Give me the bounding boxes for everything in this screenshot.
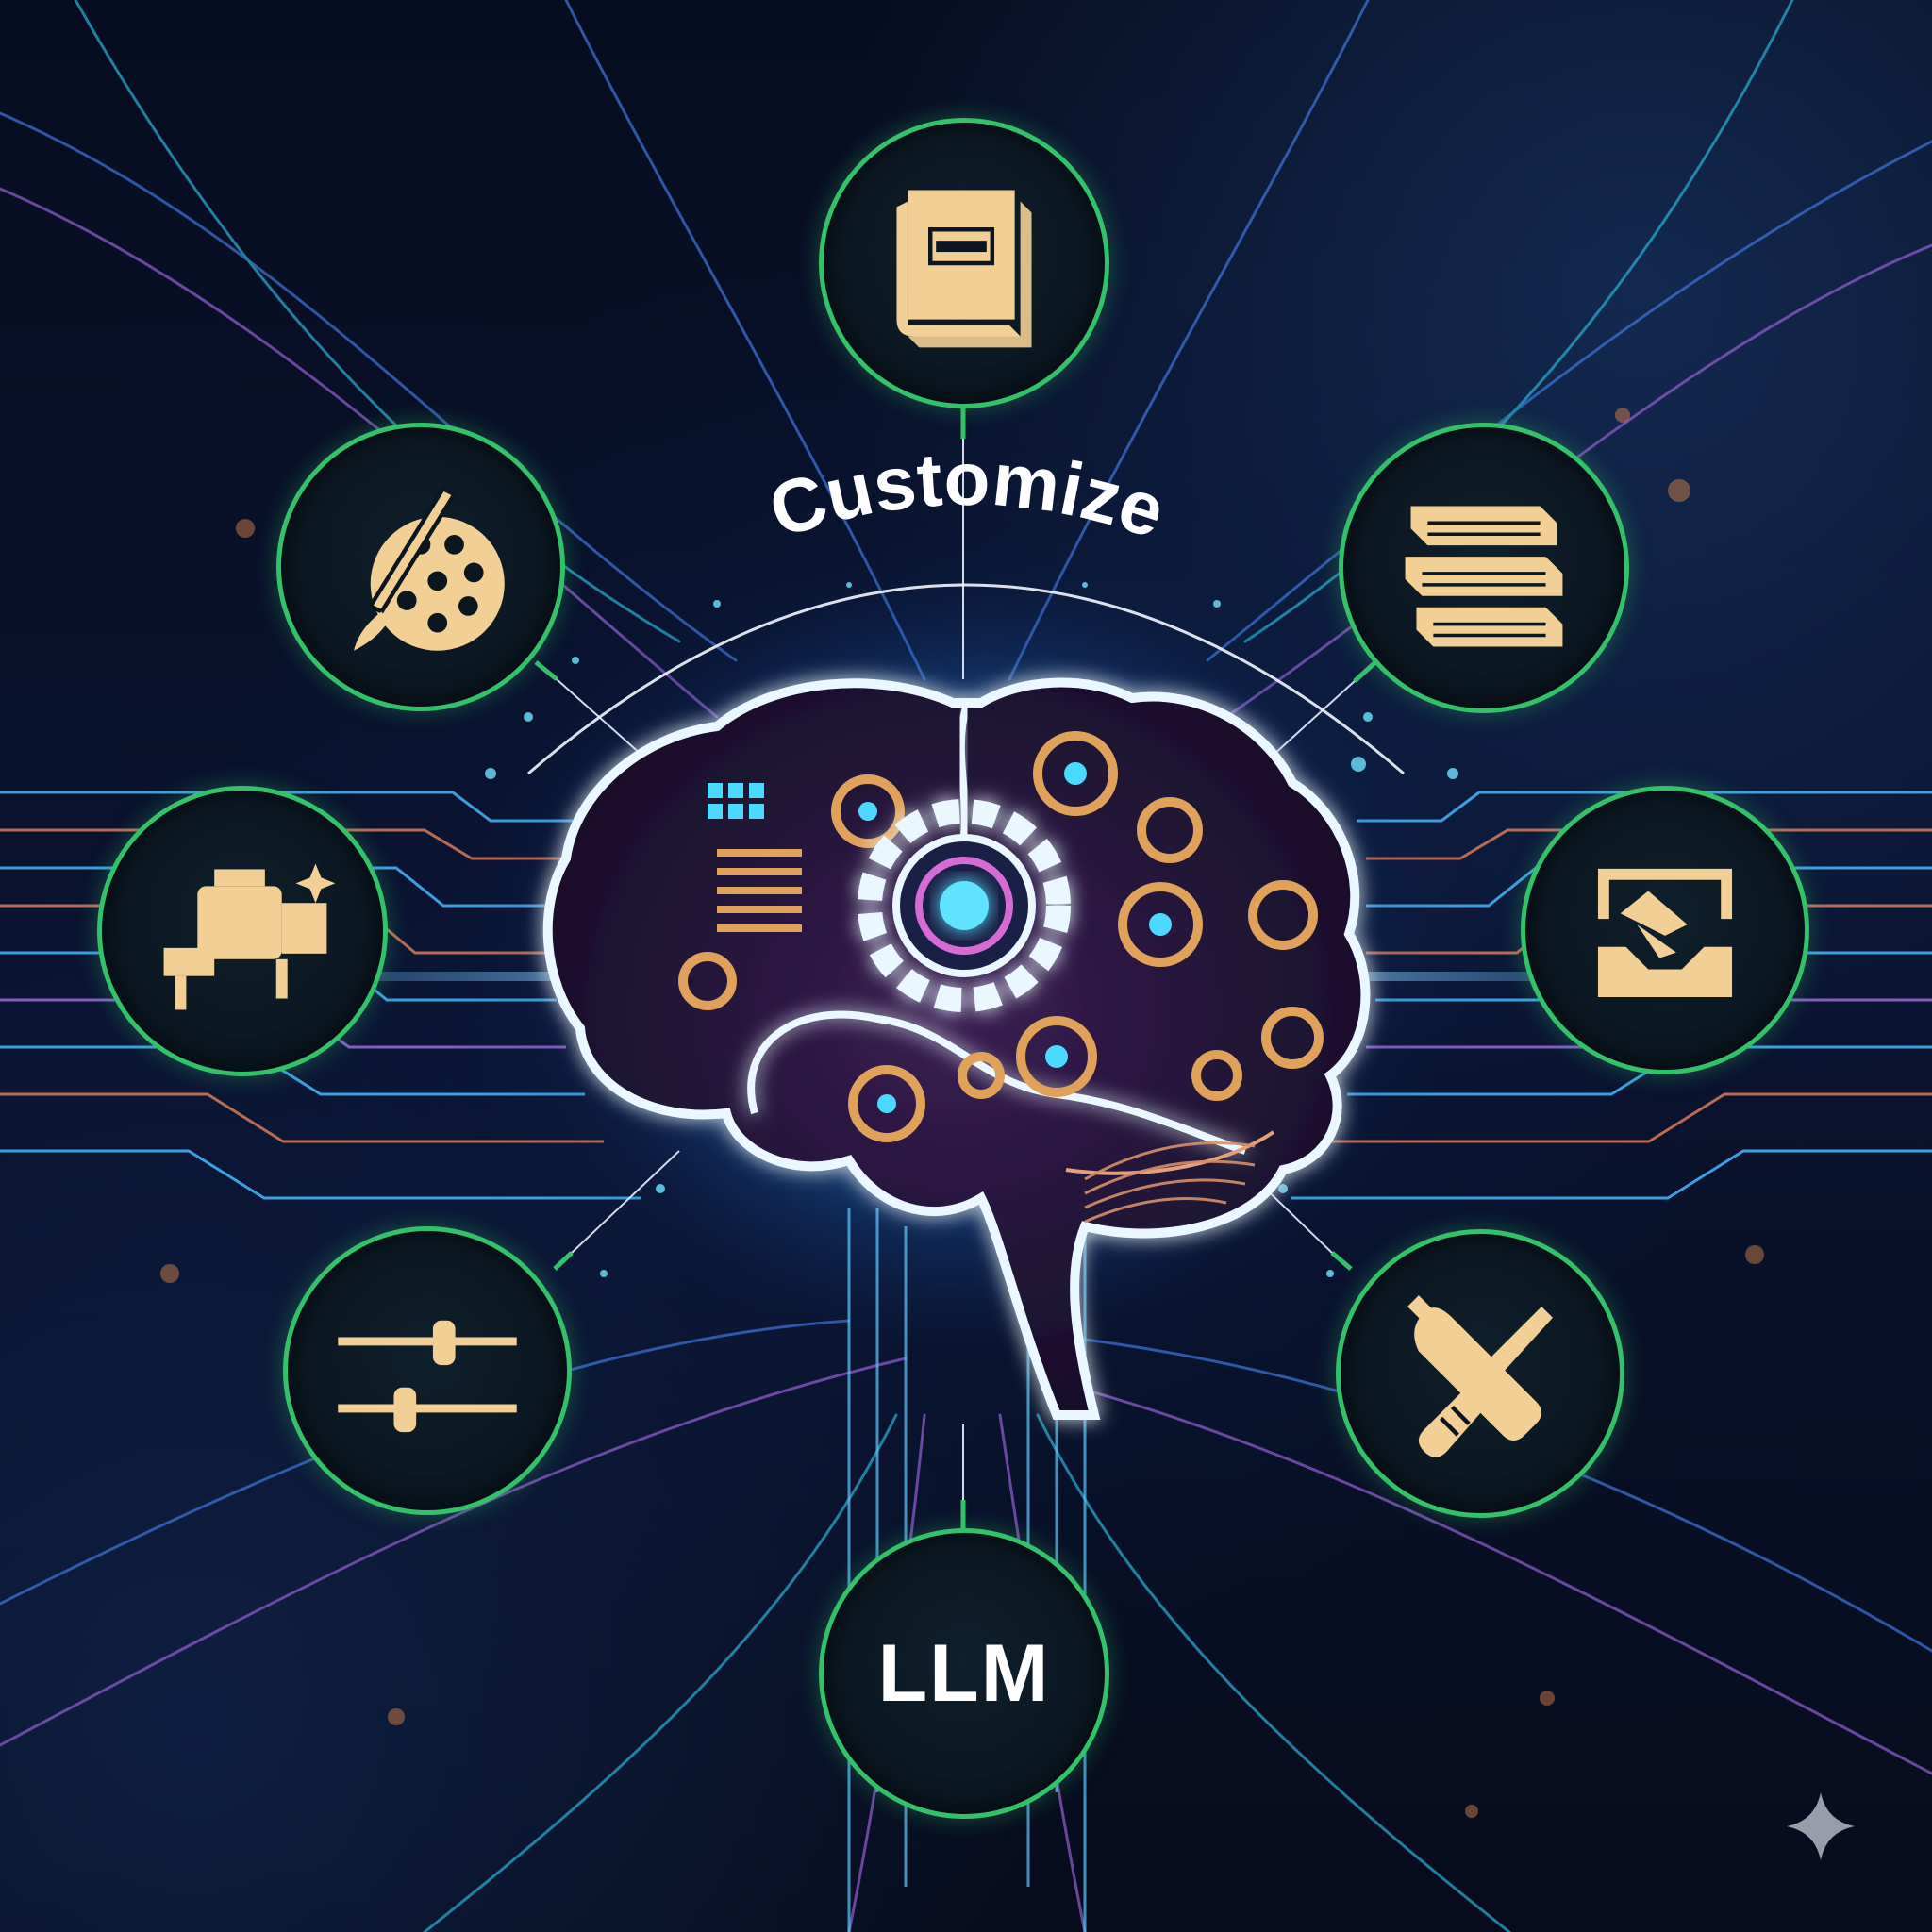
film-camera-icon	[163, 863, 336, 1010]
node-sliders	[283, 1226, 572, 1515]
node-books	[1339, 423, 1629, 713]
sliders-icon	[338, 1320, 517, 1433]
node-camera	[97, 786, 388, 1076]
cerebellum-lines	[1084, 1141, 1256, 1224]
node-image	[1521, 786, 1809, 1074]
tools-icon	[1407, 1295, 1553, 1457]
brain-center-fold	[957, 706, 970, 850]
brain-gear-hubs	[858, 762, 1172, 1113]
node-book	[819, 118, 1109, 408]
particle-dots	[485, 582, 1458, 1277]
brain-chip-grid	[708, 783, 764, 819]
llm-label: LLM	[877, 1627, 1051, 1719]
node-tools	[1336, 1229, 1624, 1518]
books-stack-icon	[1405, 506, 1563, 647]
node-llm: LLM	[819, 1528, 1109, 1819]
node-art	[276, 423, 565, 711]
customize-arc	[527, 583, 1405, 775]
bokeh-lights	[160, 408, 1764, 1818]
image-frame-icon	[1597, 868, 1733, 998]
art-palette-icon	[353, 486, 505, 651]
brain-temporal-fold	[747, 1010, 1247, 1155]
brain-circuit-blocks	[717, 849, 802, 932]
brain-gears	[678, 731, 1324, 1142]
book-icon	[896, 190, 1032, 348]
central-gear-icon	[858, 799, 1071, 1012]
